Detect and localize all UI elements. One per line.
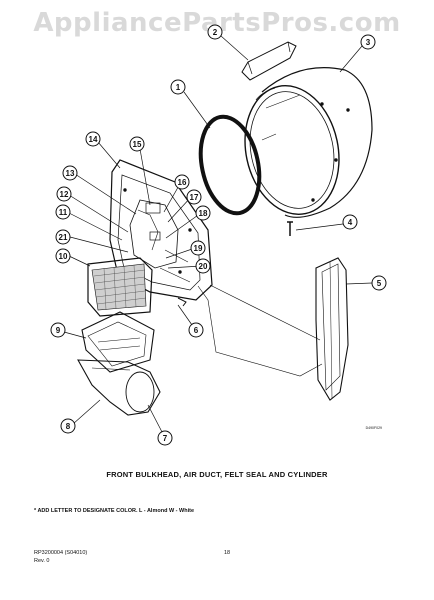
svg-text:20: 20 [199, 262, 208, 271]
page-number: 18 [224, 550, 231, 556]
callout-7: 7 [157, 430, 173, 446]
svg-text:9: 9 [56, 326, 61, 335]
document-id: RP3200004 (S04010) [34, 550, 88, 556]
svg-text:14: 14 [89, 135, 98, 144]
svg-text:15: 15 [133, 140, 142, 149]
color-note: * ADD LETTER TO DESIGNATE COLOR. L - Alm… [34, 508, 195, 514]
front-bulkhead [109, 159, 213, 301]
svg-text:11: 11 [59, 208, 68, 217]
revision-label: Rev. 0 [34, 558, 50, 564]
rear-duct-channel [315, 257, 349, 401]
svg-text:1: 1 [176, 83, 181, 92]
callout-3: 3 [360, 34, 376, 50]
svg-text:17: 17 [190, 193, 199, 202]
callout-15: 15 [129, 136, 145, 152]
svg-text:4: 4 [348, 218, 353, 227]
felt-seal [198, 114, 262, 216]
callout-5: 5 [371, 275, 387, 291]
cylinder-drum [244, 67, 373, 218]
callout-11: 11 [55, 204, 71, 220]
svg-text:13: 13 [66, 169, 75, 178]
svg-text:3: 3 [366, 38, 371, 47]
cylinder-baffle [241, 41, 297, 81]
svg-text:21: 21 [59, 233, 68, 242]
svg-text:2: 2 [213, 28, 218, 37]
callout-21: 21 [55, 229, 71, 245]
drawing-code: D490F029 [366, 426, 382, 430]
callout-2: 2 [207, 24, 223, 40]
callout-18: 18 [195, 205, 211, 221]
callout-8: 8 [60, 418, 76, 434]
diagram-caption: FRONT BULKHEAD, AIR DUCT, FELT SEAL AND … [106, 470, 328, 479]
svg-text:8: 8 [66, 422, 71, 431]
callout-12: 12 [56, 186, 72, 202]
callout-14: 14 [85, 131, 101, 147]
leader-lines [63, 35, 373, 433]
callout-16: 16 [174, 174, 190, 190]
callout-13: 13 [62, 165, 78, 181]
air-duct-lower [77, 359, 161, 416]
callout-20: 20 [195, 258, 211, 274]
fastener-part [177, 297, 187, 307]
lint-screen [87, 257, 153, 317]
svg-text:19: 19 [194, 244, 203, 253]
svg-text:7: 7 [163, 434, 168, 443]
air-duct-upper [81, 311, 155, 373]
callout-9: 9 [50, 322, 66, 338]
callout-1: 1 [170, 79, 186, 95]
callout-17: 17 [186, 189, 202, 205]
drum-belt-line [197, 284, 323, 377]
callout-6: 6 [188, 322, 204, 338]
svg-text:5: 5 [377, 279, 382, 288]
svg-text:10: 10 [59, 252, 68, 261]
callout-10: 10 [55, 248, 71, 264]
callout-19: 19 [190, 240, 206, 256]
screw-part [287, 221, 293, 236]
svg-text:18: 18 [199, 209, 208, 218]
svg-text:16: 16 [178, 178, 187, 187]
callout-4: 4 [342, 214, 358, 230]
svg-text:6: 6 [194, 326, 199, 335]
svg-text:12: 12 [60, 190, 69, 199]
